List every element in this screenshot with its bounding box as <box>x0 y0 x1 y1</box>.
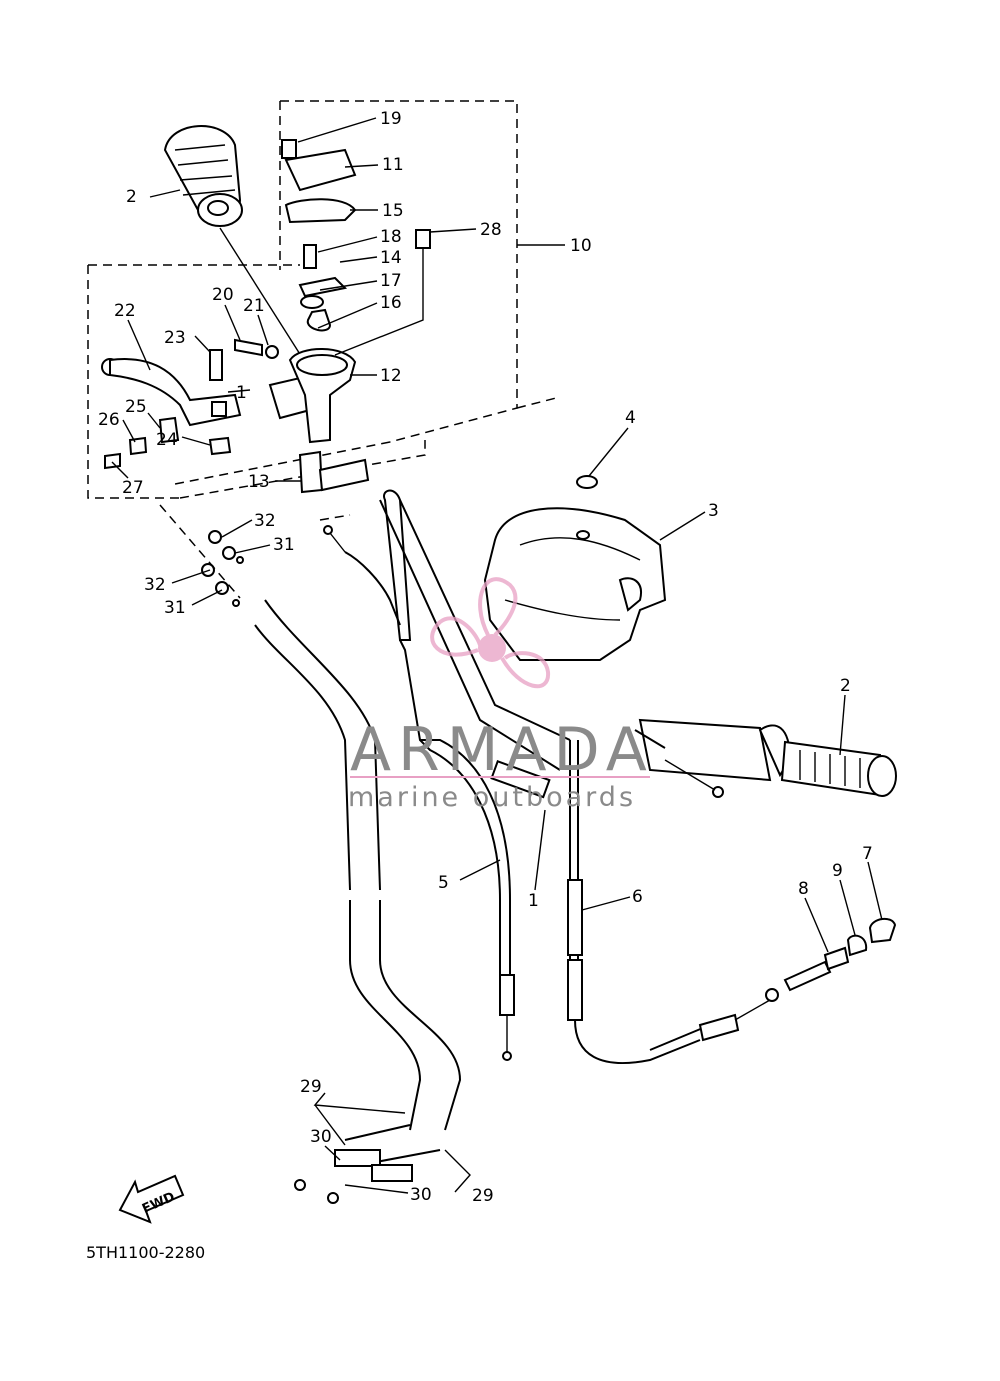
callout-31-upper: 31 <box>273 535 295 555</box>
callout-13: 13 <box>248 472 270 492</box>
cable-6 <box>567 740 897 1065</box>
callout-2-left: 2 <box>126 187 137 207</box>
choke-cables <box>201 530 462 1204</box>
master-cylinder <box>209 139 431 494</box>
cables-1-5 <box>323 489 571 1061</box>
callout-12: 12 <box>380 366 402 386</box>
watermark-brand: ARMADA <box>350 715 654 785</box>
callout-30-right: 30 <box>410 1185 432 1205</box>
brake-lever <box>101 358 242 470</box>
callout-27: 27 <box>122 478 144 498</box>
callout-22: 22 <box>114 301 136 321</box>
callout-29-right: 29 <box>472 1186 494 1206</box>
callout-1-small: 1 <box>236 383 247 403</box>
callout-7: 7 <box>862 844 873 864</box>
callout-31-lower: 31 <box>164 598 186 618</box>
left-grip <box>163 125 311 371</box>
callout-20: 20 <box>212 285 234 305</box>
callout-28: 28 <box>480 220 502 240</box>
callout-3: 3 <box>708 501 719 521</box>
callout-9: 9 <box>832 861 843 881</box>
callout-6: 6 <box>632 887 643 907</box>
callout-30-left: 30 <box>310 1127 332 1147</box>
propeller-logo-icon <box>430 577 551 689</box>
callout-21: 21 <box>243 296 265 316</box>
callout-15: 15 <box>382 201 404 221</box>
fwd-arrow-icon: FWD <box>118 1174 185 1224</box>
callout-11: 11 <box>382 155 404 175</box>
callout-19: 19 <box>380 109 402 129</box>
callout-14: 14 <box>380 248 402 268</box>
callout-8: 8 <box>798 879 809 899</box>
callout-2-right: 2 <box>840 676 851 696</box>
callout-1: 1 <box>528 891 539 911</box>
callout-18: 18 <box>380 227 402 247</box>
callout-5: 5 <box>438 873 449 893</box>
leader-lines <box>111 117 883 1194</box>
callout-16: 16 <box>380 293 402 313</box>
callout-4: 4 <box>625 408 636 428</box>
armada-watermark: ARMADA marine outboards <box>348 577 654 813</box>
callout-32-lower: 32 <box>144 575 166 595</box>
dashed-assembly-boxes <box>87 100 561 599</box>
callout-25: 25 <box>125 397 147 417</box>
callout-26: 26 <box>98 410 120 430</box>
callout-29-left: 29 <box>300 1077 322 1097</box>
switch-housing <box>483 475 667 661</box>
right-grip <box>634 718 897 798</box>
callout-24: 24 <box>156 430 178 450</box>
callout-17: 17 <box>380 271 402 291</box>
callout-10: 10 <box>570 236 592 256</box>
callout-23: 23 <box>164 328 186 348</box>
callout-labels: 19 11 15 18 14 17 16 28 10 12 13 2 22 20… <box>98 109 873 1206</box>
callout-32-upper: 32 <box>254 511 276 531</box>
watermark-tagline: marine outboards <box>348 782 636 813</box>
diagram-code: 5TH1100-2280 <box>86 1243 205 1262</box>
